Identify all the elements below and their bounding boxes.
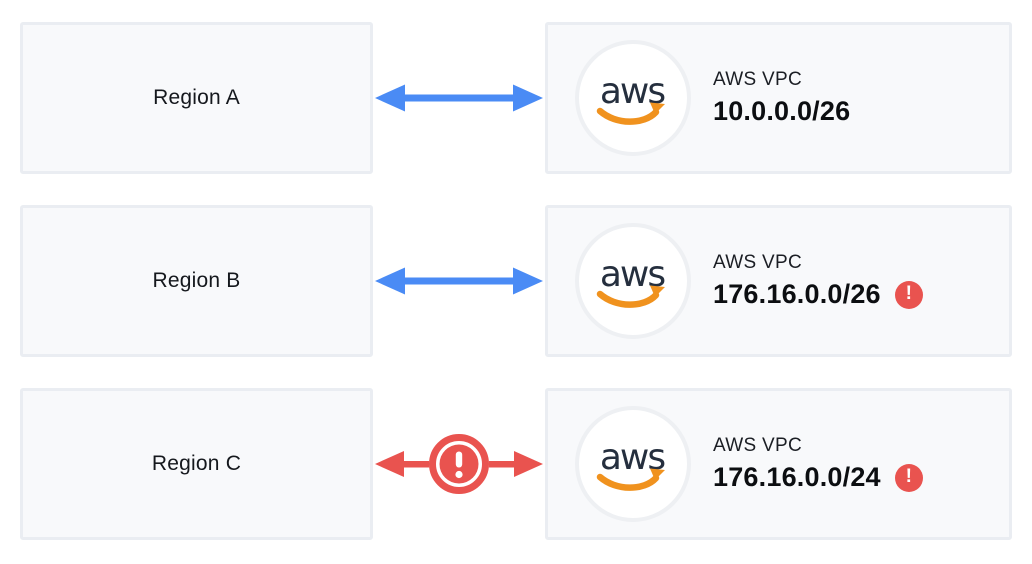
cidr-warning-icon: ! [894, 463, 923, 492]
cidr-warning-icon: ! [894, 280, 923, 309]
aws-logo-icon: aws [575, 40, 691, 156]
vpc-label: AWS VPC [713, 252, 803, 273]
diagram-row-region-c: Region C aws AWS VP [0, 388, 1032, 540]
region-label: Region B [152, 269, 241, 292]
aws-smile-tip-icon [650, 468, 665, 480]
aws-logo-art: aws [596, 437, 666, 491]
vpc-label: AWS VPC [713, 69, 803, 90]
aws-smile-icon [596, 107, 660, 125]
vpc-node-a: aws AWS VPC 10.0.0.0/26 [545, 22, 1012, 174]
right-arrowhead-icon [513, 267, 543, 295]
link-arrow-ok [375, 267, 543, 295]
region-label: Region A [153, 86, 240, 109]
vpc-node-b: aws AWS VPC 176.16.0.0/26 ! [545, 205, 1012, 357]
vpc-text-block: AWS VPC 10.0.0.0/26 [713, 69, 850, 127]
left-arrowhead-icon [375, 267, 405, 295]
link-warning-icon [429, 434, 489, 494]
link-arrow-error [375, 434, 543, 494]
region-node-b: Region B [20, 205, 373, 357]
left-arrowhead-icon [375, 451, 404, 477]
vpc-node-c: aws AWS VPC 176.16.0.0/24 ! [545, 388, 1012, 540]
vpc-cidr: 176.16.0.0/24 [713, 462, 881, 492]
vpc-text-block: AWS VPC 176.16.0.0/24 ! [713, 435, 923, 493]
vpc-value-row: 176.16.0.0/24 ! [713, 462, 923, 493]
diagram-row-region-b: Region B aws AWS VPC 176.16.0.0/26 ! [0, 205, 1032, 357]
vpc-label: AWS VPC [713, 435, 803, 456]
vpc-value-row: 10.0.0.0/26 [713, 96, 850, 127]
left-arrowhead-icon [375, 84, 405, 112]
aws-logo-art: aws [596, 254, 666, 308]
aws-smile-tip-icon [650, 102, 665, 114]
aws-logo-icon: aws [575, 223, 691, 339]
link-shaft [397, 277, 521, 285]
vpc-value-row: 176.16.0.0/26 ! [713, 279, 923, 310]
right-arrowhead-icon [514, 451, 543, 477]
aws-smile-icon [596, 473, 660, 491]
aws-smile-icon [596, 290, 660, 308]
region-node-c: Region C [20, 388, 373, 540]
diagram-row-region-a: Region A aws AWS VPC 10.0.0.0/26 [0, 22, 1032, 174]
link-arrow-ok [375, 84, 543, 112]
aws-smile-tip-icon [650, 285, 665, 297]
vpc-cidr: 176.16.0.0/26 [713, 279, 881, 309]
region-label: Region C [151, 452, 242, 475]
link-shaft [397, 94, 521, 102]
region-node-a: Region A [20, 22, 373, 174]
vpc-cidr: 10.0.0.0/26 [713, 96, 851, 126]
right-arrowhead-icon [513, 84, 543, 112]
aws-logo-art: aws [596, 71, 666, 125]
aws-logo-icon: aws [575, 406, 691, 522]
vpc-text-block: AWS VPC 176.16.0.0/26 ! [713, 252, 923, 310]
